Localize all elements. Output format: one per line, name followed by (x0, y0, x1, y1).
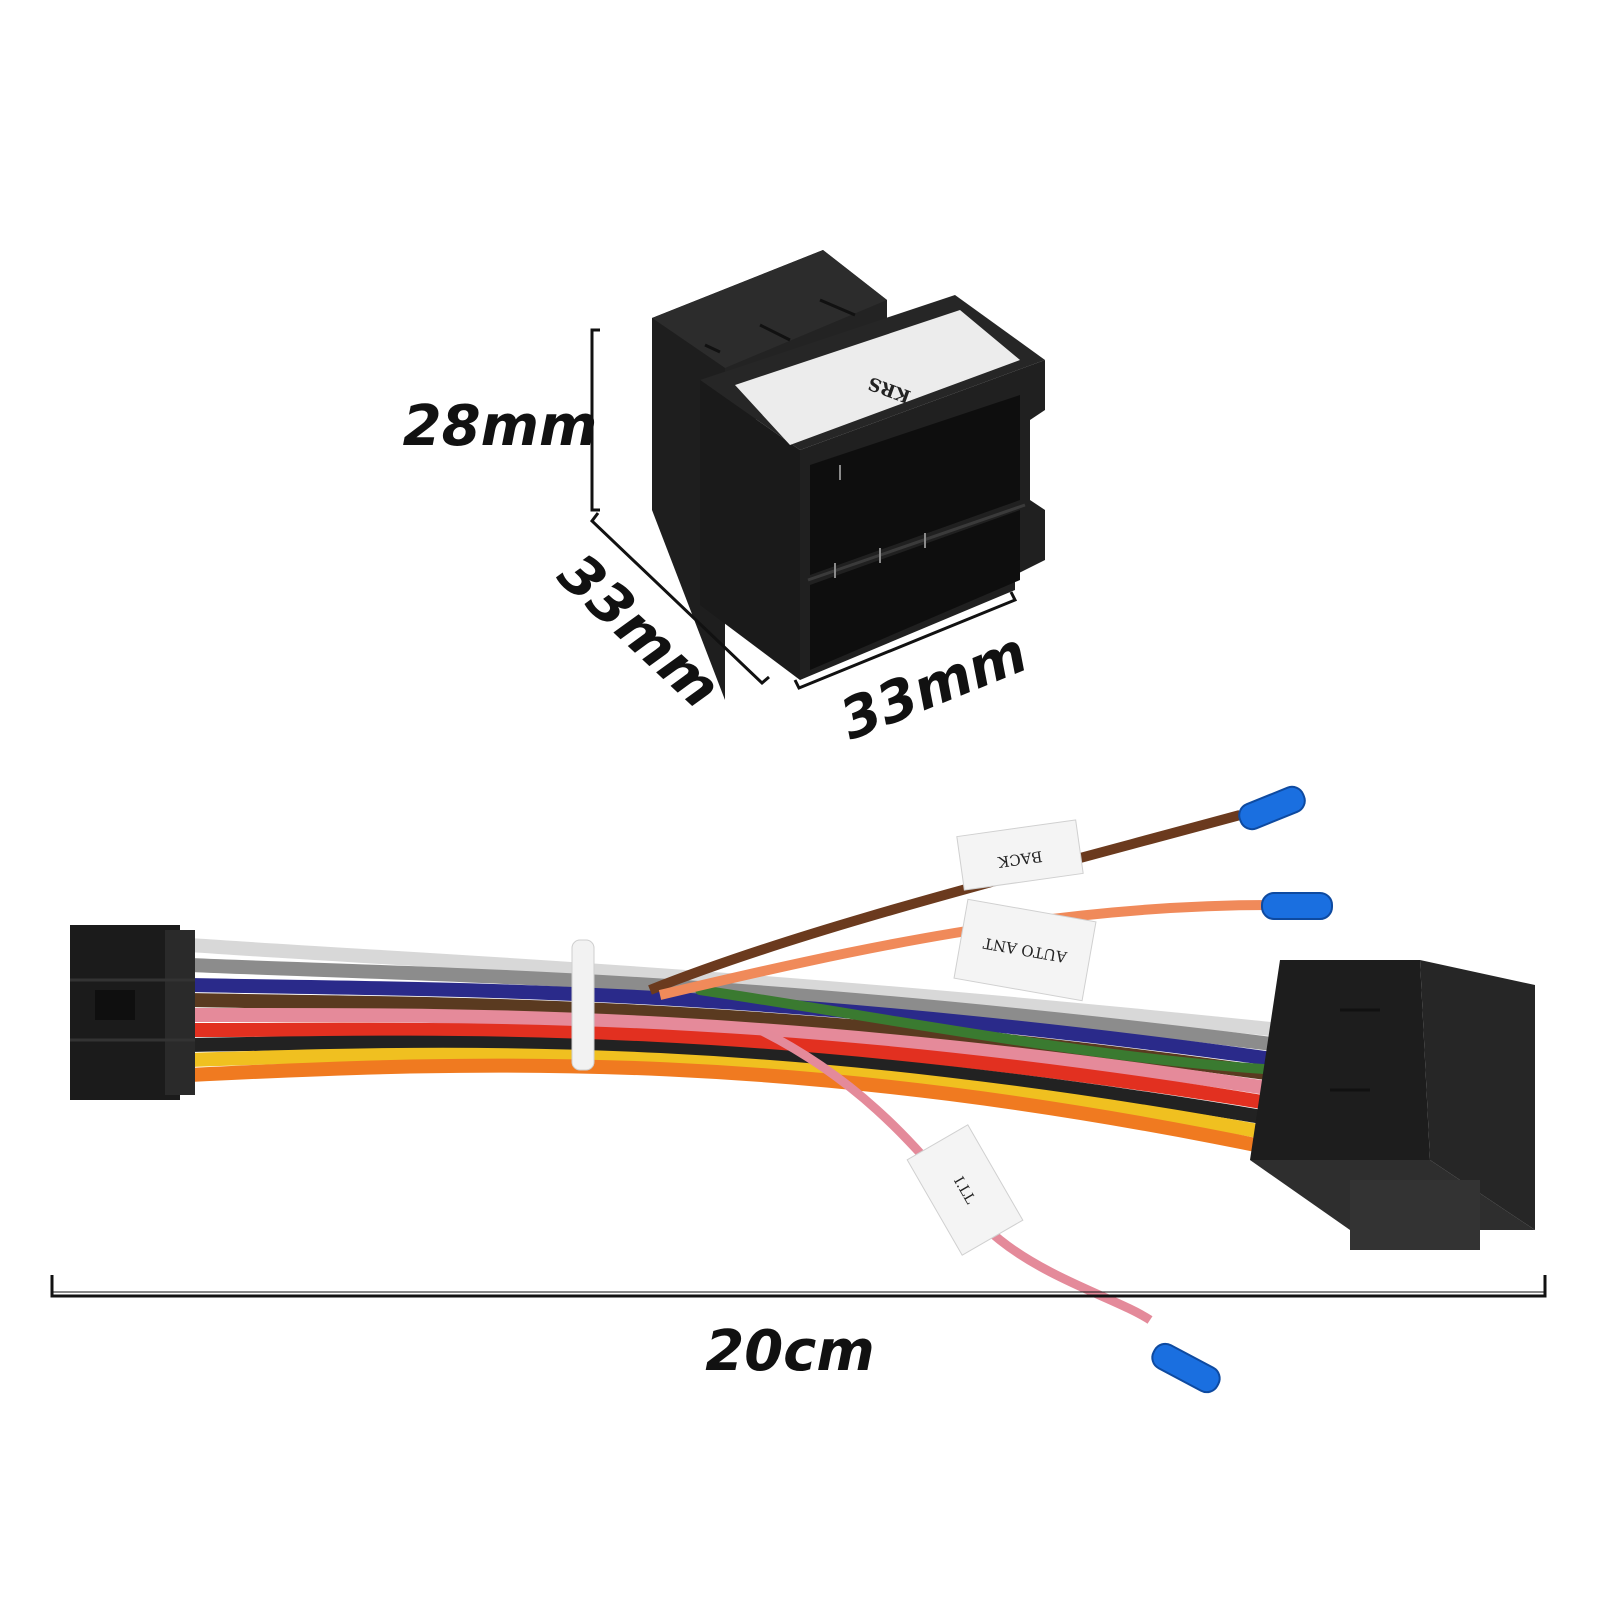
cable-tie (571, 939, 595, 1071)
wire-cap (1238, 785, 1306, 831)
connector-sticker (735, 310, 1020, 445)
length-dimension-line (50, 1275, 1547, 1298)
left-connector (70, 925, 195, 1100)
length-dimension: 20cm (705, 1319, 874, 1384)
iso-connector: KRS (652, 250, 1045, 700)
right-connector (1250, 960, 1535, 1250)
wiring-harness: BACK AUTO ANT I.LL (70, 785, 1535, 1394)
height-dimension: 28mm (403, 394, 598, 459)
wire-cap (1261, 892, 1333, 920)
wire-cap (1151, 1342, 1221, 1394)
dimension-lines (590, 328, 1018, 690)
